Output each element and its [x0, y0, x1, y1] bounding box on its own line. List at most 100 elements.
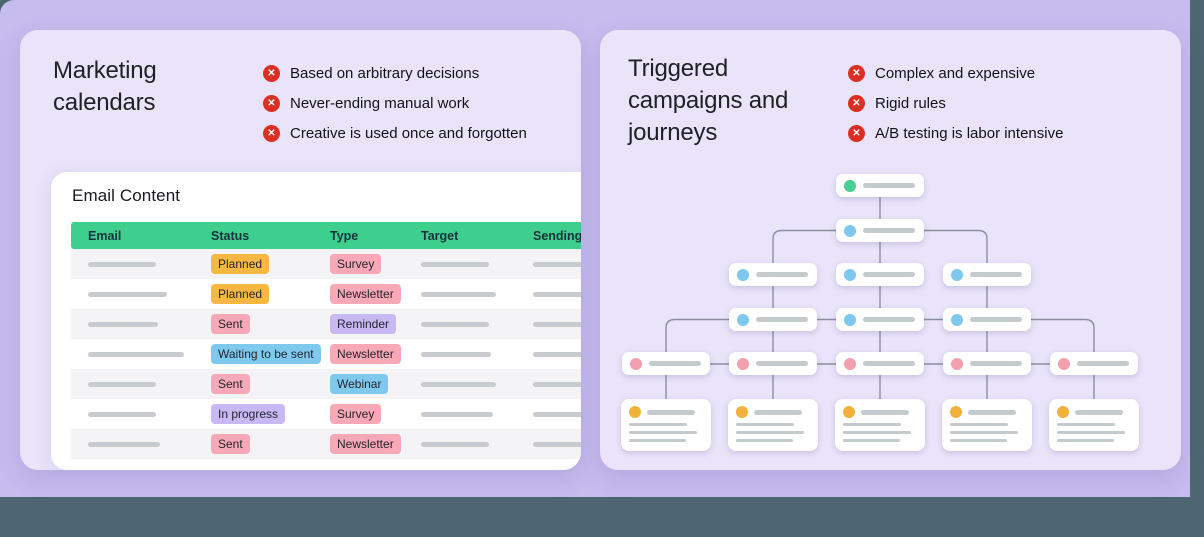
- placeholder-line: [629, 439, 686, 442]
- placeholder-bar: [863, 272, 915, 277]
- node-dot: [844, 268, 856, 281]
- placeholder-bar: [516, 381, 581, 387]
- list-item: ✕ Never-ending manual work: [263, 88, 527, 118]
- placeholder-line: [736, 423, 794, 426]
- branch-node: [836, 308, 924, 331]
- placeholder-line: [1057, 431, 1125, 434]
- node-dot: [950, 406, 962, 418]
- status-badge: Planned: [194, 284, 313, 304]
- placeholder-line: [843, 431, 911, 434]
- placeholder-bar: [754, 409, 802, 415]
- node-dot: [844, 224, 856, 237]
- status-badge: Sent: [194, 314, 313, 334]
- placeholder-bar: [756, 272, 808, 277]
- placeholder-line: [843, 439, 900, 442]
- x-circle-icon: ✕: [263, 124, 280, 142]
- bullet-text: Based on arbitrary decisions: [290, 64, 480, 82]
- placeholder-bar: [1075, 409, 1123, 415]
- branch-node: [729, 263, 817, 286]
- card-title: Email Content: [72, 186, 181, 205]
- placeholder-line: [950, 423, 1008, 426]
- placeholder-bar: [404, 261, 516, 267]
- bullet-text: Rigid rules: [875, 94, 946, 112]
- node-dot: [844, 313, 856, 326]
- status-badge: Waiting to be sent: [194, 344, 321, 364]
- placeholder-line: [736, 439, 793, 442]
- list-item: ✕ Based on arbitrary decisions: [263, 58, 527, 88]
- placeholder-bar: [71, 291, 194, 297]
- step-node: [622, 352, 710, 375]
- x-circle-icon: ✕: [848, 64, 865, 82]
- node-dot: [951, 313, 963, 326]
- email-card-node: [728, 399, 818, 451]
- list-item: ✕ Creative is used once and forgotten: [263, 118, 527, 148]
- placeholder-line: [950, 439, 1007, 442]
- node-dot: [951, 268, 963, 281]
- placeholder-bar: [71, 381, 194, 387]
- marketing-calendars-panel: Marketing calendars ✕ Based on arbitrary…: [20, 30, 581, 470]
- trigger-node: [836, 219, 924, 242]
- node-dot: [630, 357, 642, 370]
- x-circle-icon: ✕: [848, 94, 865, 112]
- placeholder-bar: [863, 361, 915, 366]
- status-badge: Sent: [194, 434, 313, 454]
- placeholder-line: [1057, 439, 1114, 442]
- node-dot: [737, 268, 749, 281]
- branch-node: [836, 263, 924, 286]
- status-badge: Newsletter: [313, 434, 404, 454]
- placeholder-bar: [516, 291, 581, 297]
- column-header: Email: [88, 228, 122, 243]
- placeholder-bar: [71, 321, 194, 327]
- placeholder-bar: [516, 411, 581, 417]
- list-item: ✕ Rigid rules: [848, 88, 1063, 118]
- step-node: [1050, 352, 1138, 375]
- placeholder-bar: [516, 441, 581, 447]
- step-node: [943, 352, 1031, 375]
- email-table: Email Status Type Target Sending Planned…: [71, 222, 581, 459]
- placeholder-bar: [71, 351, 194, 357]
- pain-points-list: ✕ Based on arbitrary decisions ✕ Never-e…: [263, 58, 527, 148]
- placeholder-bar: [516, 351, 581, 357]
- placeholder-bar: [970, 272, 1022, 277]
- node-dot: [1057, 406, 1069, 418]
- status-badge: Survey: [313, 254, 404, 274]
- column-header: Type: [330, 228, 359, 243]
- email-content-card: Email Content Email Status Type Target S…: [51, 172, 581, 470]
- placeholder-line: [629, 423, 687, 426]
- bullet-text: Creative is used once and forgotten: [290, 124, 527, 142]
- status-badge: Reminder: [313, 314, 404, 334]
- placeholder-bar: [404, 351, 516, 357]
- branch-node: [729, 308, 817, 331]
- entry-node: [836, 174, 924, 197]
- placeholder-bar: [404, 291, 516, 297]
- placeholder-bar: [756, 317, 808, 322]
- status-badge: Sent: [194, 374, 313, 394]
- email-card-node: [1049, 399, 1139, 451]
- column-header: Sending: [533, 228, 581, 243]
- step-node: [836, 352, 924, 375]
- placeholder-bar: [647, 409, 695, 415]
- node-dot: [843, 406, 855, 418]
- placeholder-bar: [71, 441, 194, 447]
- status-badge: In progress: [194, 404, 313, 424]
- placeholder-bar: [861, 409, 909, 415]
- email-table-header: Email Status Type Target Sending: [71, 222, 581, 249]
- placeholder-bar: [516, 261, 581, 267]
- placeholder-bar: [404, 381, 516, 387]
- placeholder-line: [950, 431, 1018, 434]
- column-header: Status: [211, 228, 250, 243]
- bullet-text: A/B testing is labor intensive: [875, 124, 1064, 142]
- node-dot: [736, 406, 748, 418]
- placeholder-bar: [404, 441, 516, 447]
- column-header: Target: [421, 228, 459, 243]
- status-badge: Survey: [313, 404, 404, 424]
- email-card-node: [621, 399, 711, 451]
- placeholder-bar: [71, 261, 194, 267]
- node-dot: [737, 313, 749, 326]
